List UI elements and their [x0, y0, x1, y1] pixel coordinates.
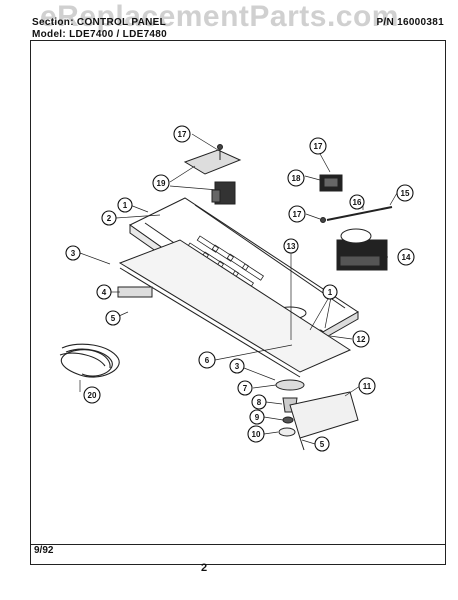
callout-label: 11 — [363, 382, 372, 391]
callout-6 — [198, 351, 216, 369]
screw-top — [217, 144, 223, 160]
callout-label: 16 — [353, 198, 362, 207]
rod — [326, 206, 393, 221]
callout-4 — [96, 284, 112, 300]
callout-label: 10 — [252, 430, 261, 439]
callout-3-right — [229, 358, 245, 374]
callout-18 — [287, 169, 305, 187]
callout-label: 17 — [314, 142, 323, 151]
footer-divider — [30, 544, 446, 545]
callout-label: 1 — [123, 201, 128, 210]
switch-assembly — [183, 149, 242, 205]
callout-1-right — [322, 284, 338, 300]
callout-7 — [237, 380, 253, 396]
callout-12 — [352, 330, 370, 348]
callout-label: 3 — [235, 362, 240, 371]
callout-label: 2 — [107, 214, 112, 223]
callout-17-top — [173, 125, 191, 143]
section-title: Section: CONTROL PANEL — [32, 17, 167, 28]
model-label: Model: LDE7400 / LDE7480 — [32, 29, 168, 40]
callout-1-left — [117, 197, 133, 213]
callout-13 — [283, 238, 299, 254]
callout-label: 7 — [243, 384, 248, 393]
page-number: 2 — [201, 562, 208, 574]
callout-20 — [83, 386, 101, 404]
callout-label: 15 — [401, 189, 410, 198]
mounting-bracket — [289, 391, 359, 451]
callout-label: 12 — [357, 335, 366, 344]
callout-label: 5 — [320, 440, 325, 449]
callout-label: 6 — [205, 356, 210, 365]
callout-5-left — [105, 310, 121, 326]
callout-label: 20 — [88, 391, 97, 400]
callout-label: 3 — [71, 249, 76, 258]
callout-label: 8 — [257, 398, 262, 407]
support-rail — [117, 239, 352, 378]
callout-17-mid — [288, 205, 306, 223]
callout-label: 1 — [328, 288, 333, 297]
callout-label: 17 — [293, 210, 302, 219]
callout-9 — [249, 409, 265, 425]
callout-5-right — [314, 436, 330, 452]
revision-date: 9/92 — [34, 545, 54, 556]
callout-15 — [396, 184, 414, 202]
callout-label: 9 — [255, 413, 260, 422]
callout-19 — [152, 174, 170, 192]
watermark: eReplacementParts.com — [40, 0, 399, 33]
timer-assembly — [336, 228, 388, 271]
callout-label: 4 — [102, 288, 107, 297]
callout-14 — [397, 248, 415, 266]
callout-label: 17 — [178, 130, 187, 139]
screw-mid — [320, 217, 326, 223]
wire-harness — [59, 343, 120, 378]
callout-3-left — [65, 245, 81, 261]
callout-11 — [358, 377, 376, 395]
callout-10 — [247, 425, 265, 443]
diagram-frame — [30, 40, 446, 565]
callout-16 — [349, 194, 365, 210]
callout-17-right — [309, 137, 327, 155]
page-header: Section: CONTROL PANEL Model: LDE7400 / … — [30, 17, 446, 41]
callout-label: 19 — [157, 179, 166, 188]
part-number: P/N 16000381 — [376, 17, 444, 28]
callout-8 — [251, 394, 267, 410]
callout-label: 18 — [292, 174, 301, 183]
callout-label: 13 — [287, 242, 296, 251]
callout-label: 14 — [402, 253, 411, 262]
callout-label: 5 — [111, 314, 116, 323]
callout-2 — [101, 210, 117, 226]
relay-component — [319, 174, 343, 192]
